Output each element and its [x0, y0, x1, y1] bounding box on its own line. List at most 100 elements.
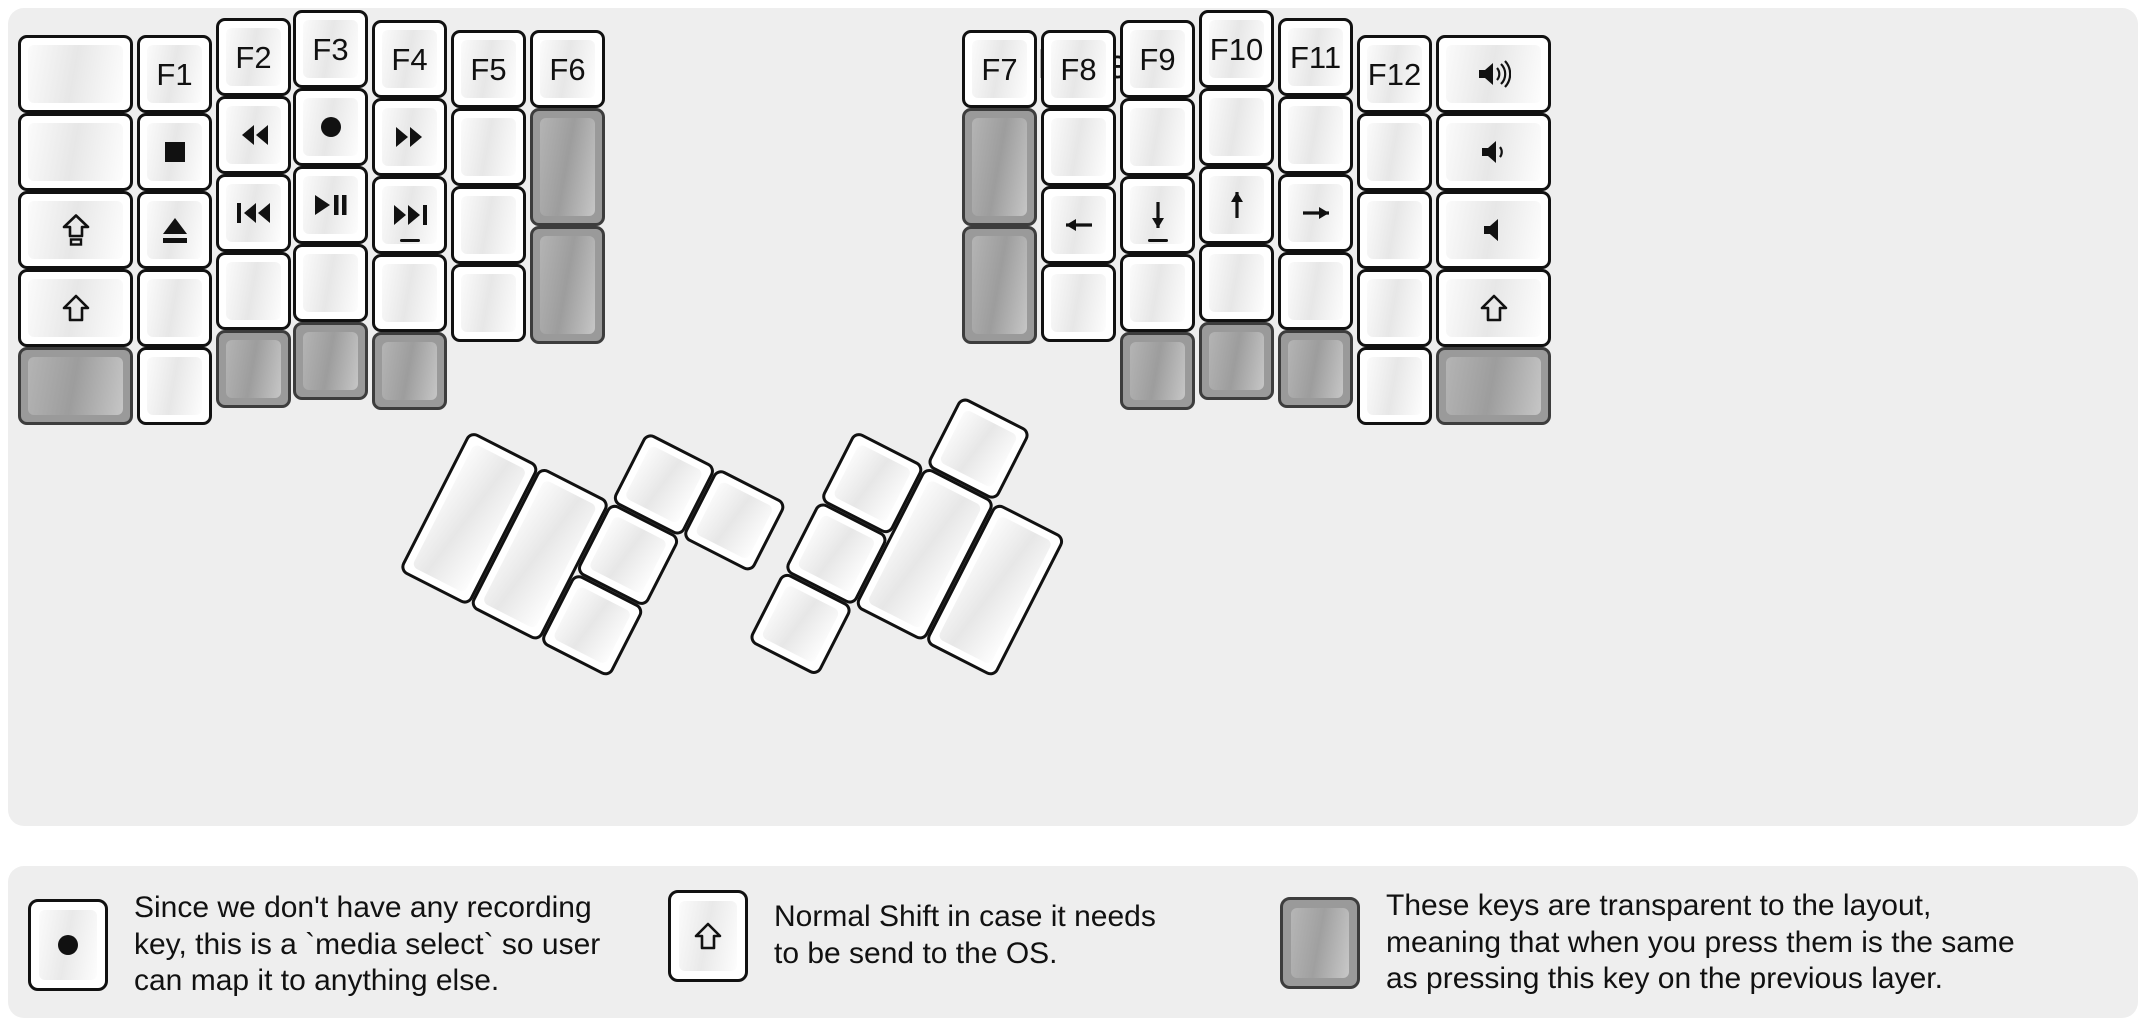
key-left-innermost-2[interactable] [530, 226, 605, 344]
key-left-pinky-0-cap: F1 [147, 45, 202, 103]
key-left-index-2[interactable] [372, 176, 447, 254]
key-right-inner-index-0[interactable]: F8 [1041, 30, 1116, 108]
key-left-ring-2[interactable] [216, 174, 291, 252]
key-left-inner-index-1[interactable] [451, 108, 526, 186]
key-left-outer-pinky-0[interactable] [18, 35, 133, 113]
key-right-outer-pinky-1-cap [1446, 123, 1541, 181]
key-left-middle-1[interactable] [293, 88, 368, 166]
key-left-pinky-4-cap [147, 357, 202, 415]
key-left-inner-index-0-cap: F5 [461, 40, 516, 98]
key-right-index-1[interactable] [1120, 98, 1195, 176]
key-right-thumb-0-cap [832, 443, 912, 523]
key-right-middle-1[interactable] [1199, 88, 1274, 166]
key-left-outer-pinky-1-cap [28, 123, 123, 181]
key-right-middle-2[interactable] [1199, 166, 1274, 244]
key-right-pinky-1[interactable] [1357, 113, 1432, 191]
key-right-ring-3[interactable] [1278, 252, 1353, 330]
media-next-track-icon [392, 203, 428, 227]
key-right-index-4[interactable] [1120, 332, 1195, 410]
key-right-pinky-0[interactable]: F12 [1357, 35, 1432, 113]
key-left-middle-4[interactable] [293, 322, 368, 400]
key-left-middle-2[interactable] [293, 166, 368, 244]
key-right-inner-index-1[interactable] [1041, 108, 1116, 186]
key-right-ring-4[interactable] [1278, 330, 1353, 408]
key-left-ring-1[interactable] [216, 96, 291, 174]
key-right-outer-pinky-3[interactable] [1436, 269, 1551, 347]
key-left-outer-pinky-4[interactable] [18, 347, 133, 425]
legend-panel [8, 866, 2138, 1018]
legend-note-shift-text: Normal Shift in case it needs to be send… [774, 900, 1156, 970]
key-left-outer-pinky-3[interactable] [18, 269, 133, 347]
key-left-innermost-0[interactable]: F6 [530, 30, 605, 108]
media-rewind-icon [238, 123, 270, 147]
key-left-index-3[interactable] [372, 254, 447, 332]
key-right-ring-2[interactable] [1278, 174, 1353, 252]
key-left-ring-0[interactable]: F2 [216, 18, 291, 96]
key-left-pinky-4[interactable] [137, 347, 212, 425]
key-left-index-4[interactable] [372, 332, 447, 410]
key-right-index-0[interactable]: F9 [1120, 20, 1195, 98]
key-left-pinky-1-cap [147, 123, 202, 181]
key-right-pinky-4[interactable] [1357, 347, 1432, 425]
key-right-innermost-1[interactable] [962, 108, 1037, 226]
key-right-pinky-2[interactable] [1357, 191, 1432, 269]
key-right-outer-pinky-1[interactable] [1436, 113, 1551, 191]
key-left-ring-3[interactable] [216, 252, 291, 330]
key-left-inner-index-2[interactable] [451, 186, 526, 264]
shift-icon [1480, 294, 1508, 322]
key-right-index-2[interactable] [1120, 176, 1195, 254]
key-left-middle-3-cap [303, 254, 358, 312]
key-left-thumb-5-cap [552, 585, 632, 665]
key-right-innermost-2-cap [972, 236, 1027, 334]
key-right-thumb-3-cap [938, 408, 1019, 489]
key-right-outer-pinky-4[interactable] [1436, 347, 1551, 425]
key-left-outer-pinky-2[interactable] [18, 191, 133, 269]
key-right-middle-0[interactable]: F10 [1199, 10, 1274, 88]
key-left-outer-pinky-1[interactable] [18, 113, 133, 191]
key-right-middle-0-cap: F10 [1209, 20, 1264, 78]
media-fast-forward-icon [394, 125, 426, 149]
key-left-thumb-2-cap [624, 444, 704, 525]
key-right-middle-3[interactable] [1199, 244, 1274, 322]
legend-note-shift: Normal Shift in case it needs to be send… [668, 890, 1156, 982]
key-left-inner-index-0-label: F5 [470, 51, 507, 87]
key-right-inner-index-2[interactable] [1041, 186, 1116, 264]
key-left-inner-index-3[interactable] [451, 264, 526, 342]
key-left-ring-4[interactable] [216, 330, 291, 408]
key-right-middle-2-cap [1209, 176, 1264, 234]
key-left-pinky-1[interactable] [137, 113, 212, 191]
key-right-ring-1[interactable] [1278, 96, 1353, 174]
key-right-index-3[interactable] [1120, 254, 1195, 332]
key-right-pinky-1-cap [1367, 123, 1422, 181]
key-left-outer-pinky-2-cap [28, 201, 123, 259]
key-left-middle-4-cap [303, 332, 358, 390]
key-right-outer-pinky-2[interactable] [1436, 191, 1551, 269]
key-left-outer-pinky-3-cap [28, 279, 123, 337]
key-left-innermost-1[interactable] [530, 108, 605, 226]
key-right-outer-pinky-0[interactable] [1436, 35, 1551, 113]
key-left-pinky-3[interactable] [137, 269, 212, 347]
key-left-middle-0[interactable]: F3 [293, 10, 368, 88]
key-right-thumb-1-cap [796, 513, 877, 594]
key-right-pinky-3[interactable] [1357, 269, 1432, 347]
key-right-middle-4[interactable] [1199, 322, 1274, 400]
key-right-ring-0[interactable]: F11 [1278, 18, 1353, 96]
key-left-pinky-0[interactable]: F1 [137, 35, 212, 113]
key-right-inner-index-3[interactable] [1041, 264, 1116, 342]
key-left-pinky-2[interactable] [137, 191, 212, 269]
key-right-index-2-cap [1130, 186, 1185, 244]
key-left-innermost-0-label: F6 [549, 51, 586, 87]
volume-mute-icon [1482, 216, 1506, 244]
key-left-index-0[interactable]: F4 [372, 20, 447, 98]
key-right-innermost-0[interactable]: F7 [962, 30, 1037, 108]
key-left-ring-1-cap [226, 106, 281, 164]
key-left-middle-1-cap [303, 98, 358, 156]
key-left-middle-3[interactable] [293, 244, 368, 322]
key-left-index-1[interactable] [372, 98, 447, 176]
key-right-innermost-2[interactable] [962, 226, 1037, 344]
key-left-ring-0-label: F2 [235, 39, 272, 75]
key-left-thumb-4-cap [588, 515, 668, 595]
key-left-ring-3-cap [226, 262, 281, 320]
key-left-inner-index-0[interactable]: F5 [451, 30, 526, 108]
